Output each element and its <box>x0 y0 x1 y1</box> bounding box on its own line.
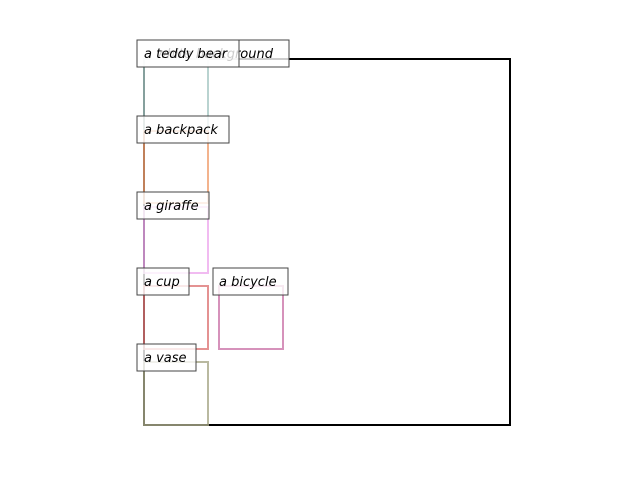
background-frame <box>143 58 511 426</box>
label-bicycle-text: a bicycle <box>219 275 277 290</box>
label-giraffe: a giraffe <box>136 191 210 220</box>
label-vase: a vase <box>136 343 197 372</box>
label-teddy-bear-text: a teddy bear <box>144 47 229 62</box>
label-backpack-text: a backpack <box>144 123 218 138</box>
label-giraffe-text: a giraffe <box>144 199 199 214</box>
label-cup: a cup <box>136 267 190 296</box>
label-vase-text: a vase <box>144 351 187 366</box>
label-bicycle: a bicycle <box>212 267 289 296</box>
label-teddy-bear: a teddy bear <box>136 39 240 68</box>
label-backpack: a backpack <box>136 115 230 144</box>
label-cup-text: a cup <box>144 275 180 290</box>
